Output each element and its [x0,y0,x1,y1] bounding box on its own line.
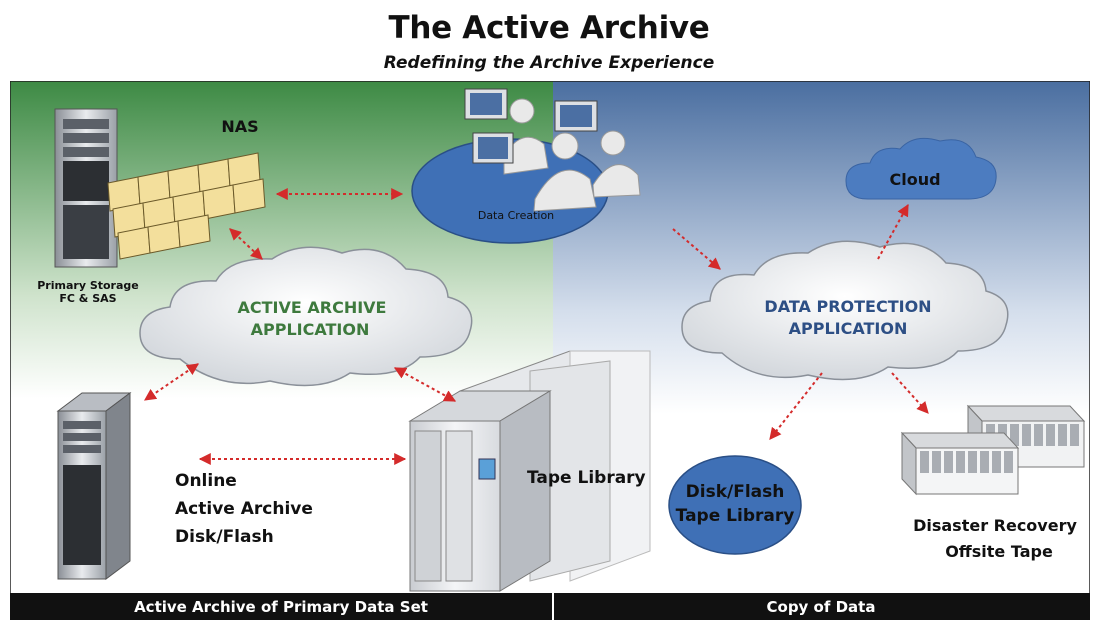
data-creation-label: Data Creation [478,209,554,222]
online-disk-rack-icon [56,392,132,580]
active-archive-app-label: ACTIVE ARCHIVE [238,298,387,317]
footer-bar: Active Archive of Primary Data Set Copy … [10,593,1090,620]
disaster-recovery-label: Disaster Recovery [913,516,1077,535]
disk-flash-label: Disk/Flash [686,482,785,502]
arrow-active-archive-to-online [144,363,199,401]
arrow-protection-to-cloud [877,203,909,260]
cloud-shape [845,137,997,200]
folders-icon [107,152,266,260]
offsite-tape-boxes-icon [900,404,1086,496]
page-title: The Active Archive [388,10,710,46]
footer-right-label: Copy of Data [767,598,876,616]
active-archive-cloud [139,246,473,387]
tape-library-icon [408,350,651,592]
online-label: Online [175,471,237,491]
users-workstation-icon [464,88,641,212]
disk-flash-ellipse [668,455,802,555]
footer-left-label: Active Archive of Primary Data Set [134,598,428,616]
disk-flash-tape-label: Tape Library [676,506,795,526]
primary-storage-sublabel: FC & SAS [59,292,116,305]
tape-library-label: Tape Library [527,468,646,488]
active-archive-app-sublabel: APPLICATION [251,320,370,339]
primary-storage-label: Primary Storage [37,279,139,292]
online-active-archive-label: Active Archive [175,499,313,519]
offsite-tape-label: Offsite Tape [945,542,1053,561]
arrow-protection-to-disk-flash [769,372,823,440]
arrow-nas-to-active-archive [229,228,263,260]
active-archive-diagram: Active Archive of Primary Data Set Copy … [10,81,1090,620]
connector-arrows [144,188,929,465]
data-protection-app-label: DATA PROTECTION [764,297,931,316]
data-protection-app-sublabel: APPLICATION [789,319,908,338]
data-protection-cloud [681,240,1009,381]
arrow-data-creation-to-protection [672,228,721,270]
nas-label: NAS [221,117,258,136]
cloud-label: Cloud [889,170,940,189]
page-subtitle: Redefining the Archive Experience [383,53,715,73]
nas-server-icon [54,108,118,268]
online-disk-flash-label: Disk/Flash [175,527,274,547]
arrow-protection-to-offsite [891,372,929,414]
